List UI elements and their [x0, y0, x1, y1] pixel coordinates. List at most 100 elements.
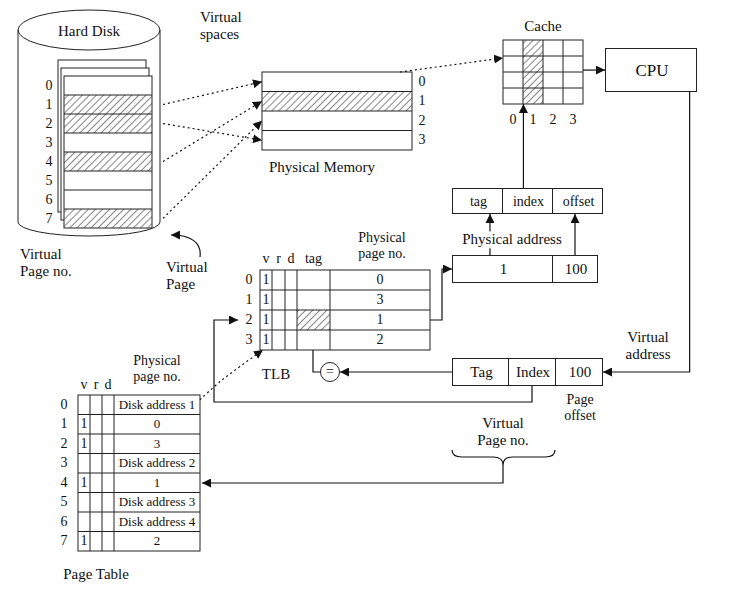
table-cell: 1: [81, 436, 88, 452]
page-hatch: [64, 114, 152, 133]
row-number: 1: [419, 93, 426, 109]
table-cell: 1: [263, 312, 270, 328]
column-number: 2: [550, 112, 557, 128]
table-cell: 1: [263, 272, 270, 288]
row-number: 2: [46, 115, 53, 131]
table-cell: Disk address 1: [119, 397, 196, 412]
comparator: =: [320, 362, 340, 382]
field-note: Page offset: [555, 392, 605, 424]
disk-pages: [58, 60, 152, 228]
table-cell: 2: [154, 534, 161, 549]
row-number: 3: [61, 455, 68, 471]
mapping-arrow: [200, 350, 263, 400]
memory-hatch: [262, 92, 412, 112]
row-number: 2: [61, 436, 68, 452]
tlb-grid: [260, 270, 430, 350]
row-number: 6: [46, 191, 53, 207]
physical-memory: Physical Memory: [262, 72, 412, 150]
mapping-arrow: [163, 82, 262, 105]
part-name: Physical address: [460, 231, 564, 248]
space-label: Virtual spaces: [200, 9, 262, 44]
row-number: 0: [61, 397, 68, 413]
signal-line: [574, 214, 575, 255]
lookup-arrow: [202, 465, 503, 483]
mapping-arrow: [163, 121, 262, 219]
row-number: 5: [46, 172, 53, 188]
cylinder-top: [18, 10, 160, 50]
box-label: Tag: [470, 364, 492, 381]
part-name: Hard Disk: [58, 23, 120, 40]
mapping-arrow: [400, 58, 503, 72]
row-number: 6: [61, 514, 68, 530]
signal-line: [214, 320, 532, 402]
page-number-field: 1: [452, 255, 553, 283]
connectors: [163, 58, 690, 402]
row-number: 2: [246, 312, 253, 328]
column-header: r: [276, 251, 281, 267]
column-header: d: [288, 251, 295, 267]
axis-label: Virtual Page no.: [20, 246, 80, 281]
tlb-hatch: [297, 310, 330, 330]
disk-cylinder: [18, 8, 163, 240]
cylinder-body: [18, 30, 160, 236]
box-label: tag: [470, 194, 487, 210]
offset-field: 100: [552, 255, 598, 283]
table-cell: 2: [377, 332, 384, 348]
column-header: Physical page no.: [346, 230, 418, 262]
row-number: 2: [419, 113, 426, 129]
page-rows: [64, 95, 152, 209]
page-table-grid: [78, 395, 200, 551]
cache-grid: [503, 40, 583, 104]
page-hatch: [64, 209, 152, 228]
box-label: CPU: [635, 61, 668, 81]
mapping-arrow: [163, 124, 262, 141]
table-cell: Disk address 2: [119, 456, 196, 471]
page-table-lines: [78, 395, 200, 551]
address-field: Tag: [452, 358, 509, 386]
brace-label: Virtual Page no.: [470, 415, 536, 450]
address-field: offset: [552, 188, 603, 214]
column-number: 0: [510, 112, 517, 128]
table-cell: 1: [81, 416, 88, 432]
cache-lines: [503, 40, 583, 104]
column-header: v: [263, 251, 270, 267]
memory-rows: [262, 92, 412, 131]
row-number: 1: [46, 96, 53, 112]
signal-line: [313, 350, 320, 372]
page-hatch: [64, 95, 152, 114]
memory-grid: [262, 72, 412, 150]
box-label: 1: [500, 261, 508, 278]
box-label: offset: [563, 194, 595, 210]
column-number: 1: [530, 112, 537, 128]
row-number: 0: [46, 77, 53, 93]
row-number: 3: [419, 132, 426, 148]
column-number: 3: [570, 112, 577, 128]
cpu-box: CPU: [605, 48, 697, 92]
row-number: 0: [246, 272, 253, 288]
address-field: Index: [508, 358, 556, 386]
signal-label: Virtual address: [613, 329, 683, 364]
part-name: Cache: [524, 18, 561, 35]
memory-frame: [262, 72, 412, 150]
pointer-arrow: [171, 235, 200, 257]
row-number: 3: [46, 134, 53, 150]
table-cell: 1: [81, 475, 88, 491]
cache-frame: [503, 40, 583, 104]
row-number: 0: [419, 74, 426, 90]
signal-line: [340, 371, 452, 372]
box-label: index: [513, 194, 544, 210]
box-label: 100: [569, 364, 592, 381]
curly-brace: [452, 450, 555, 465]
table-cell: 3: [154, 436, 161, 451]
table-cell: Disk address 3: [119, 495, 196, 510]
table-cell: 1: [377, 312, 384, 328]
page-table-frame: [78, 395, 200, 551]
hard-disk: Hard Disk: [18, 8, 163, 240]
row-number: 4: [46, 153, 53, 169]
box-label: Index: [516, 364, 550, 381]
table-cell: 1: [154, 475, 161, 490]
mapping-arrow: [163, 101, 262, 161]
row-number: 7: [46, 210, 53, 226]
page-sheet: [64, 76, 152, 228]
